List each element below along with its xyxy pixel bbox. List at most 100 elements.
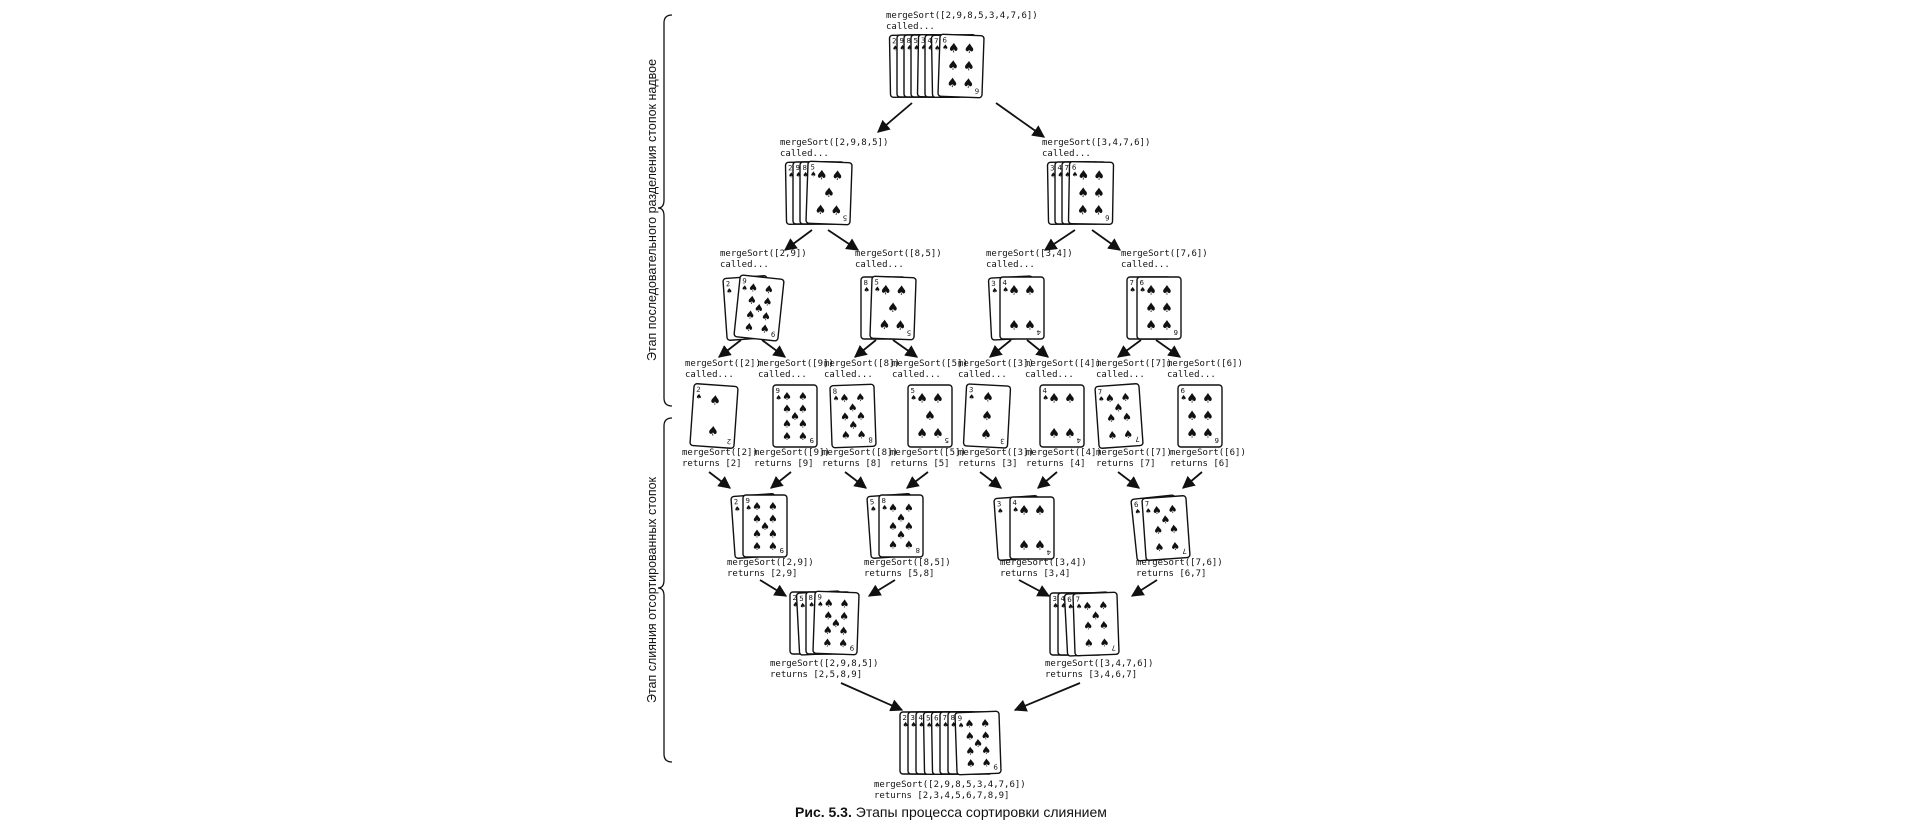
spade-pip-icon: ♠ — [1082, 600, 1092, 613]
card-value: 2 — [903, 714, 907, 722]
spade-pip-icon: ♠ — [1145, 318, 1157, 333]
spade-pip-icon: ♠ — [916, 392, 928, 407]
spade-pip-icon: ♠ — [782, 390, 792, 403]
spade-pip-icon: ♠ — [1083, 619, 1093, 632]
flow-arrow — [1091, 229, 1122, 251]
card: 9♠9♠♠♠♠♠♠♠♠♠ — [772, 384, 818, 448]
spade-pip-icon: ♠ — [1151, 504, 1162, 518]
node-label-line: mergeSort([8]) — [822, 448, 898, 458]
spade-pip-icon: ♠ — [763, 283, 774, 297]
card: 5♠5♠♠♠♠♠ — [869, 275, 917, 341]
card-corner-suit: ♠ — [1053, 602, 1059, 610]
card: 6♠6♠♠♠♠♠♠ — [1067, 160, 1115, 226]
card-face — [954, 710, 1002, 776]
spade-pip-icon: ♠ — [880, 283, 892, 298]
card-value: 3 — [997, 500, 1002, 508]
card-value-bottom: 5 — [843, 213, 848, 221]
spade-pip-icon: ♠ — [1123, 428, 1134, 442]
card-face — [937, 33, 985, 99]
spade-pip-icon: ♠ — [1064, 426, 1076, 441]
spade-pip-icon: ♠ — [839, 392, 849, 405]
spade-pip-icon: ♠ — [816, 168, 828, 183]
card-corner-suit: ♠ — [1072, 171, 1078, 179]
card-corner-suit: ♠ — [870, 505, 877, 513]
spade-pip-icon: ♠ — [1160, 513, 1171, 527]
spade-pip-icon: ♠ — [1084, 637, 1094, 650]
card-face — [829, 383, 877, 449]
card-value: 8 — [803, 164, 807, 172]
card-corner-suit: ♠ — [793, 601, 799, 609]
card-value: 6 — [934, 714, 939, 722]
card-corner-suit: ♠ — [726, 287, 733, 295]
card-corner-suit: ♠ — [911, 394, 917, 402]
node-label-line: returns [5,8] — [864, 569, 934, 579]
node-label-line: mergeSort([2,9,8,5]) — [770, 659, 878, 669]
node-label-line: returns [3,4,6,7] — [1045, 670, 1137, 680]
spade-pip-icon: ♠ — [965, 745, 975, 758]
spade-pip-icon: ♠ — [878, 318, 890, 333]
card: 9♠9♠♠♠♠♠♠♠♠♠ — [742, 494, 788, 558]
spade-pip-icon: ♠ — [709, 393, 722, 409]
node-label-line: mergeSort([9]) — [758, 359, 834, 369]
spade-pip-icon: ♠ — [841, 429, 851, 442]
caption-label: Рис. 5.3. — [795, 804, 852, 820]
node-label-line: mergeSort([8,5]) — [864, 558, 951, 568]
spade-pip-icon: ♠ — [981, 756, 991, 769]
spade-pip-icon: ♠ — [752, 513, 762, 526]
spade-pip-icon: ♠ — [856, 428, 866, 441]
flow-arrow — [979, 471, 1003, 489]
flow-arrow — [1182, 471, 1203, 489]
spade-pip-icon: ♠ — [1098, 599, 1108, 612]
card-corner-suit: ♠ — [914, 44, 920, 52]
card-corner-suit: ♠ — [997, 507, 1004, 515]
flow-arrow — [840, 682, 904, 712]
spade-pip-icon: ♠ — [1099, 636, 1109, 649]
node-label-line: mergeSort([8]) — [824, 359, 900, 369]
card-value: 9 — [796, 164, 800, 172]
spade-pip-icon: ♠ — [980, 427, 992, 443]
card: 5♠5♠♠♠♠♠ — [805, 160, 853, 226]
flow-arrow — [1130, 579, 1158, 597]
flow-arrow — [854, 339, 877, 358]
spade-pip-icon: ♠ — [1145, 284, 1157, 299]
node-label-line: mergeSort([7]) — [1096, 448, 1172, 458]
node-label-r8: mergeSort([8])returns [8] — [822, 448, 898, 469]
card-value: 3 — [921, 37, 926, 45]
spade-pip-icon: ♠ — [1024, 318, 1036, 333]
split-stage-bracket — [657, 14, 673, 407]
node-label-c8: mergeSort([8])called... — [824, 359, 900, 380]
spade-pip-icon: ♠ — [782, 430, 792, 443]
card-corner-suit: ♠ — [799, 602, 806, 610]
spade-pip-icon: ♠ — [1093, 169, 1105, 184]
node-label-line: mergeSort([2]) — [682, 448, 758, 458]
card-pile-c2: 2♠2♠♠ — [689, 383, 739, 449]
node-label-line: mergeSort([4]) — [1025, 359, 1101, 369]
spade-pip-icon: ♠ — [838, 637, 848, 650]
card-value: 7 — [1075, 596, 1080, 604]
spade-pip-icon: ♠ — [980, 729, 990, 742]
node-label-line: mergeSort([3]) — [958, 448, 1034, 458]
spade-pip-icon: ♠ — [855, 391, 865, 404]
spade-pip-icon: ♠ — [1077, 203, 1089, 218]
card-value: 5 — [926, 714, 931, 722]
spade-pip-icon: ♠ — [798, 403, 808, 416]
spade-pip-icon: ♠ — [1107, 429, 1118, 443]
spade-pip-icon: ♠ — [981, 744, 991, 757]
card-value: 5 — [870, 498, 875, 506]
flow-arrow — [995, 102, 1046, 138]
card-corner-suit: ♠ — [1076, 602, 1083, 610]
spade-pip-icon: ♠ — [848, 401, 858, 414]
card-value: 9 — [957, 715, 962, 723]
spade-pip-icon: ♠ — [966, 757, 976, 770]
card-value: 2 — [734, 498, 739, 506]
card-corner-suit: ♠ — [741, 284, 748, 293]
card-corner-suit: ♠ — [903, 721, 909, 729]
spade-pip-icon: ♠ — [848, 419, 858, 432]
flow-arrow — [1018, 579, 1051, 597]
node-label-line: called... — [892, 370, 941, 380]
card-corner-suit: ♠ — [696, 393, 703, 401]
card-corner-suit: ♠ — [928, 44, 934, 52]
card-pile-m34: 3♠34♠4♠♠♠♠ — [993, 495, 1055, 561]
card-corner-suit: ♠ — [919, 721, 925, 729]
